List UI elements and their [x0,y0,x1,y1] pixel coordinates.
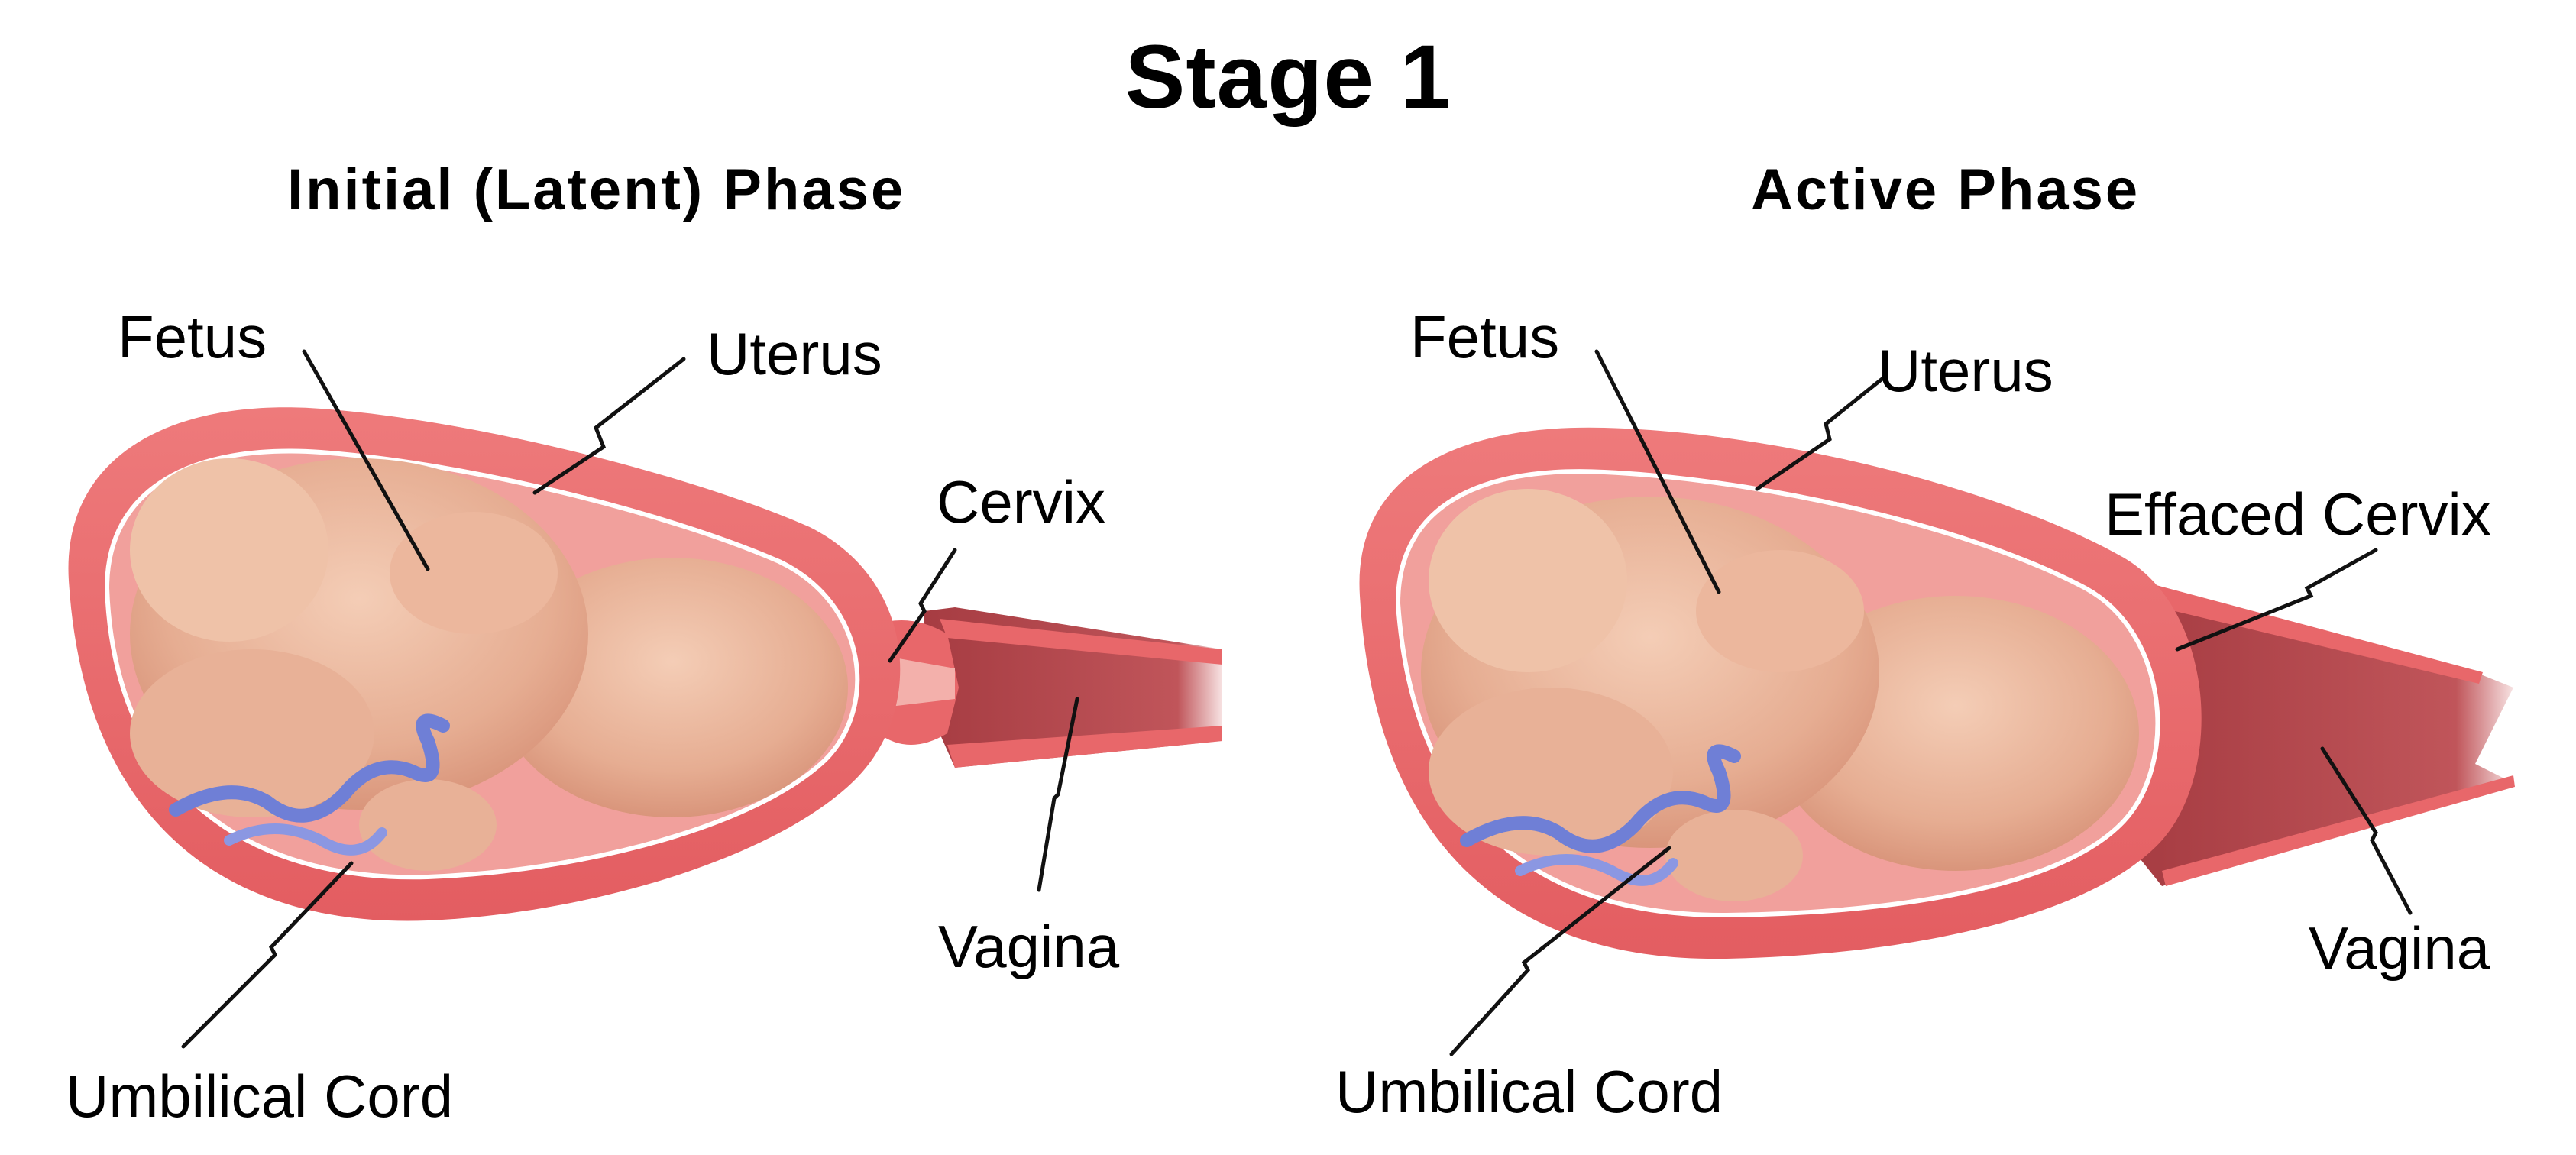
umbilical-cord-latent [169,713,450,856]
active-phase-illustration [1359,427,2515,959]
label-fetus-latent: Fetus [118,303,267,370]
leader-cervix-active [2175,548,2378,652]
vagina-canal-active [2131,581,2515,886]
label-umbilical-cord-latent: Umbilical Cord [66,1063,454,1130]
fetus-active [1421,489,2139,901]
phase-title-latent: Initial (Latent) Phase [287,157,906,222]
leader-uterus-latent [532,357,686,495]
leader-vagina-latent [1037,697,1079,892]
label-cervix-active: Effaced Cervix [2105,480,2491,548]
leader-fetus-active [1594,349,1721,594]
page-title: Stage 1 [1125,27,1451,128]
leader-cervix-latent [888,548,957,663]
leader-uterus-active [1755,376,1885,491]
label-cervix-latent: Cervix [937,468,1106,535]
leader-vagina-active [2320,746,2413,915]
label-umbilical-cord-active: Umbilical Cord [1335,1058,1723,1125]
fetus-latent [130,458,848,871]
umbilical-cord-active [1460,744,1741,886]
leader-fetus-latent [302,349,430,571]
phase-title-active: Active Phase [1751,157,2141,222]
label-vagina-latent: Vagina [938,913,1120,980]
label-uterus-latent: Uterus [707,320,882,387]
label-uterus-active: Uterus [1878,337,2053,404]
leader-lines [181,349,2413,1056]
label-vagina-active: Vagina [2309,914,2490,982]
leader-umbilical-active [1449,846,1671,1056]
latent-phase-illustration [68,407,1222,921]
leader-umbilical-latent [181,861,354,1049]
vagina-canal-latent [924,607,1222,768]
label-fetus-active: Fetus [1410,303,1560,370]
